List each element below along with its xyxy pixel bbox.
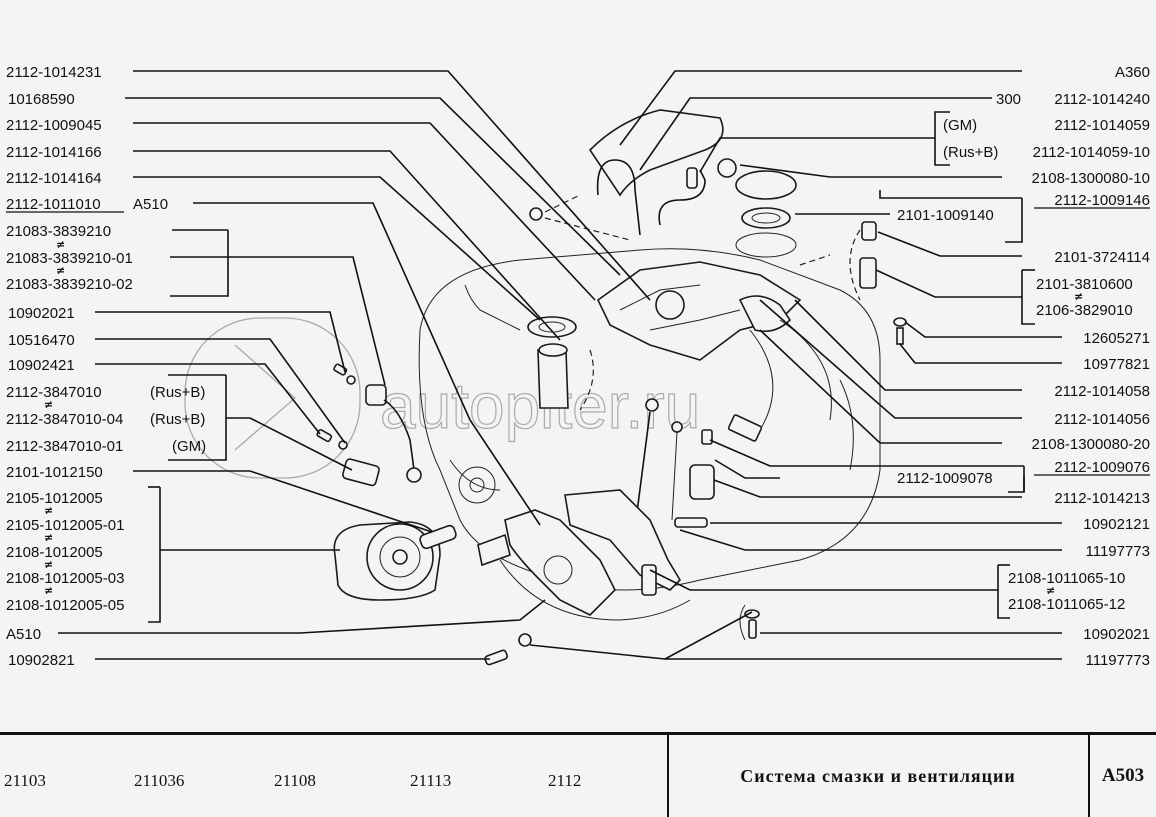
callout-ref-a360[interactable]: A360 — [1115, 64, 1150, 81]
callout-2112-3847010-04[interactable]: 2112-3847010-04 — [6, 411, 123, 428]
callout-2101-1012150[interactable]: 2101-1012150 — [6, 464, 103, 481]
group-2112-3847010: 2112-3847010 (Rus+B) ≠ 2112-3847010-04 (… — [6, 384, 206, 455]
not-interchangeable-icon: ≠ — [44, 584, 53, 597]
callout-2108-1012005-05[interactable]: 2108-1012005-05 — [6, 597, 124, 614]
callout-2112-3847010[interactable]: 2112-3847010 — [6, 384, 102, 401]
callout-10902821[interactable]: 10902821 — [8, 652, 75, 669]
callout-2112-1011010[interactable]: 2112-1011010 — [6, 196, 101, 213]
model-label: 2112 — [548, 771, 582, 790]
left-callouts: 2112-1014231 10168590 2112-1009045 2112-… — [6, 64, 206, 669]
not-interchangeable-icon: ≠ — [44, 558, 53, 571]
callout-2105-1012005-01[interactable]: 2105-1012005-01 — [6, 517, 124, 534]
not-interchangeable-icon: ≠ — [44, 398, 53, 411]
right-leader-lines — [529, 70, 1062, 660]
not-interchangeable-icon: ≠ — [56, 238, 65, 251]
variant-gm: (GM) — [172, 438, 206, 455]
variant-rus-b: (Rus+B) — [943, 144, 998, 161]
divider — [1088, 735, 1090, 817]
right-callouts: A360 300 2112-1014240 (GM) 2112-1014059 … — [897, 64, 1150, 669]
callout-2108-1011065-12[interactable]: 2108-1011065-12 — [1008, 596, 1125, 613]
quantity-label: 300 — [996, 91, 1021, 108]
callout-2112-1014166[interactable]: 2112-1014166 — [6, 144, 102, 161]
callout-11197773[interactable]: 11197773 — [1085, 543, 1150, 560]
variant-gm: (GM) — [943, 117, 977, 134]
group-2108-1011065: 2108-1011065-10 ≠ 2108-1011065-12 — [1008, 570, 1125, 613]
group-2112-1014059: (GM) 2112-1014059 (Rus+B) 2112-1014059-1… — [943, 117, 1150, 161]
model-label: 211036 — [134, 771, 185, 790]
title-block: 21103 211036 21108 21113 2112 Система см… — [0, 732, 1156, 817]
watermark: autopiter.ru — [184, 317, 701, 479]
divider — [667, 735, 669, 817]
callout-21083-3839210-02[interactable]: 21083-3839210-02 — [6, 276, 133, 293]
callout-2101-3724114[interactable]: 2101-3724114 — [1054, 249, 1150, 266]
callout-10977821[interactable]: 10977821 — [1083, 356, 1150, 373]
section-title: Система смазки и вентиляции — [740, 765, 1016, 786]
callout-2105-1012005[interactable]: 2105-1012005 — [6, 490, 103, 507]
callout-2108-1011065-10[interactable]: 2108-1011065-10 — [1008, 570, 1125, 587]
callout-10902021[interactable]: 10902021 — [1083, 626, 1150, 643]
callout-21083-3839210-01[interactable]: 21083-3839210-01 — [6, 250, 133, 267]
model-label: 21113 — [410, 771, 452, 790]
callout-2108-1300080-20[interactable]: 2108-1300080-20 — [1032, 436, 1150, 453]
parts-diagram: autopiter.ru — [6, 64, 1150, 669]
callout-2112-1014213[interactable]: 2112-1014213 — [1054, 490, 1150, 507]
callout-ref-a510[interactable]: A510 — [6, 626, 41, 643]
callout-2112-1014059[interactable]: 2112-1014059 — [1054, 117, 1150, 134]
callout-2112-1014240[interactable]: 2112-1014240 — [1054, 91, 1150, 108]
engine-illustration — [316, 109, 907, 666]
left-leader-lines — [58, 70, 651, 660]
callout-2106-3829010[interactable]: 2106-3829010 — [1036, 302, 1133, 319]
model-label: 21108 — [274, 771, 316, 790]
not-interchangeable-icon: ≠ — [44, 531, 53, 544]
callout-2112-1009076[interactable]: 2112-1009076 — [1054, 459, 1150, 476]
variant-rus-b: (Rus+B) — [150, 411, 205, 428]
callout-2112-3847010-01[interactable]: 2112-3847010-01 — [6, 438, 123, 455]
group-oil-pressure-sensor: 2101-3810600 ≠ 2106-3829010 — [1036, 276, 1133, 319]
model-label: 21103 — [4, 771, 46, 790]
callout-2112-1014058[interactable]: 2112-1014058 — [1054, 383, 1150, 400]
callout-10902421[interactable]: 10902421 — [8, 357, 75, 374]
callout-10902121[interactable]: 10902121 — [1083, 516, 1150, 533]
callout-2112-1009146[interactable]: 2112-1009146 — [1054, 192, 1150, 209]
not-interchangeable-icon: ≠ — [44, 504, 53, 517]
callout-2108-1012005[interactable]: 2108-1012005 — [6, 544, 103, 561]
callout-2112-1014056[interactable]: 2112-1014056 — [1054, 411, 1150, 428]
callout-2112-1014231[interactable]: 2112-1014231 — [6, 64, 102, 81]
callout-2112-1009045[interactable]: 2112-1009045 — [6, 117, 102, 134]
callout-2112-1009078[interactable]: 2112-1009078 — [897, 470, 993, 487]
group-21083-3839210: 21083-3839210 ≠ 21083-3839210-01 ≠ 21083… — [6, 223, 133, 293]
group-oil-filter: 2105-1012005 ≠ 2105-1012005-01 ≠ 2108-10… — [6, 490, 124, 614]
callout-11197773[interactable]: 11197773 — [1085, 652, 1150, 669]
not-interchangeable-icon: ≠ — [1046, 584, 1055, 597]
callout-2112-1014164[interactable]: 2112-1014164 — [6, 170, 102, 187]
callout-2108-1300080-10[interactable]: 2108-1300080-10 — [1032, 170, 1150, 187]
callout-10168590[interactable]: 10168590 — [8, 91, 75, 108]
callout-10902021[interactable]: 10902021 — [8, 305, 75, 322]
not-interchangeable-icon: ≠ — [56, 264, 65, 277]
not-interchangeable-icon: ≠ — [1074, 290, 1083, 303]
variant-rus-b: (Rus+B) — [150, 384, 205, 401]
callout-2101-1009140[interactable]: 2101-1009140 — [897, 207, 994, 224]
callout-2112-1014059-10[interactable]: 2112-1014059-10 — [1033, 144, 1150, 161]
callout-10516470[interactable]: 10516470 — [8, 332, 75, 349]
callout-12605271[interactable]: 12605271 — [1083, 330, 1150, 347]
callout-ref-a510[interactable]: A510 — [133, 196, 168, 213]
callout-21083-3839210[interactable]: 21083-3839210 — [6, 223, 111, 240]
callout-2108-1012005-03[interactable]: 2108-1012005-03 — [6, 570, 124, 587]
callout-2101-3810600[interactable]: 2101-3810600 — [1036, 276, 1133, 293]
page-code: A503 — [1101, 765, 1145, 786]
